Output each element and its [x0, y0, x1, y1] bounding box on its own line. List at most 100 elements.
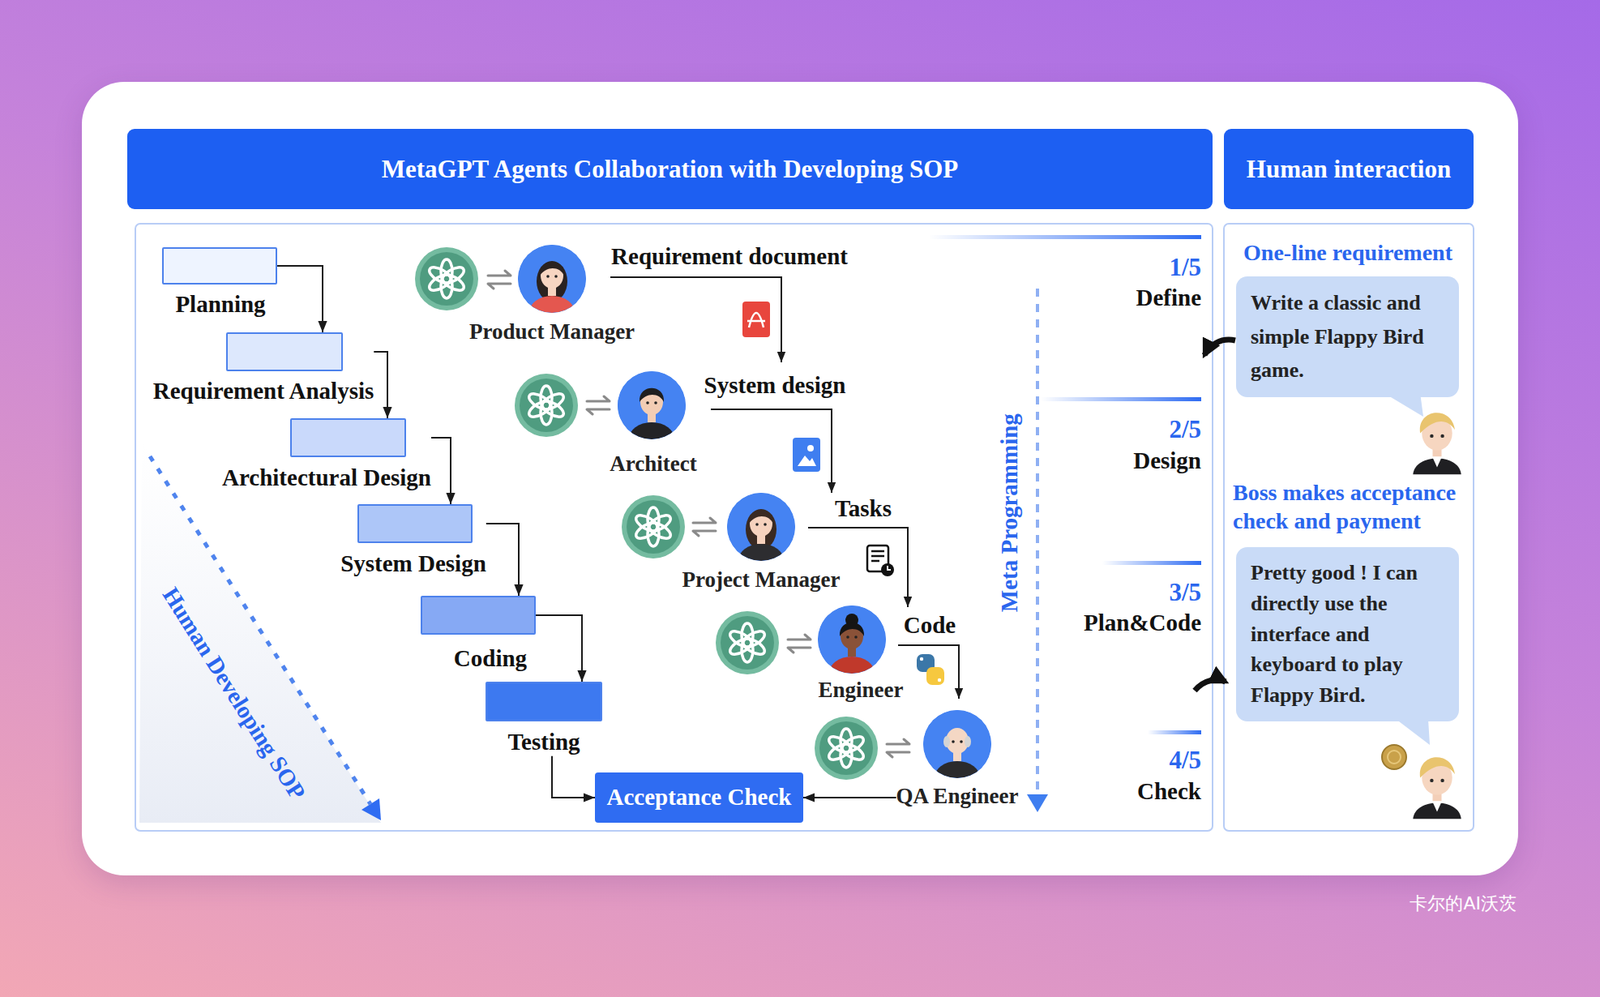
phase-label: Architectural Design: [222, 464, 432, 492]
avatar-body: [737, 543, 784, 561]
header-bar: Human interaction: [1223, 128, 1474, 210]
avatar-figure: [617, 371, 686, 440]
gpt-logo: [514, 373, 578, 437]
avatar-circle: [817, 605, 886, 674]
sop-dashed-line: [149, 456, 371, 805]
leader-arrow: [710, 409, 832, 493]
leader-arrow: [898, 645, 959, 699]
role-name: QA Engineer: [896, 783, 1019, 809]
step-number: 3/5: [1168, 577, 1202, 608]
agent-role: Engineer: [817, 605, 904, 704]
step-name: Plan&Code: [1083, 609, 1202, 637]
coin: [1381, 744, 1407, 770]
artifact-label: Requirement document: [611, 243, 848, 270]
leader-arrow: [808, 527, 908, 608]
acceptance-button: Acceptance Check: [594, 772, 804, 823]
bubble-text: Pretty good ! I can directly use the int…: [1250, 557, 1445, 711]
avatar-figure: [817, 605, 886, 674]
python-icon: [916, 654, 945, 685]
phase-rect: [357, 504, 473, 544]
phase-label: Testing: [507, 728, 580, 756]
agent-role: Project Manager: [681, 492, 840, 594]
agent-role: Architect: [609, 371, 697, 478]
meta-arrow-head: [1026, 794, 1049, 813]
avatar-body: [628, 422, 675, 440]
gpt-logo: [621, 495, 685, 559]
role-name: Product Manager: [469, 319, 635, 345]
phase-box: Coding: [420, 595, 536, 673]
button-label: Acceptance Check: [607, 783, 792, 811]
human-panel: [1223, 223, 1474, 831]
avatar-hair-back: [536, 260, 568, 302]
avatar-art: [617, 371, 686, 440]
avatar-art: [923, 710, 992, 779]
avatar-figure: [923, 710, 992, 779]
gpt-logo: [715, 611, 779, 675]
pdf-mark: [747, 312, 766, 328]
avatar-eye: [645, 401, 650, 405]
phase-box: Planning: [162, 247, 278, 319]
speech-bubble: Pretty good ! I can directly use the int…: [1236, 547, 1459, 722]
axis-label: Human Developing SOP: [156, 582, 311, 805]
pdf-icon: [742, 301, 771, 338]
step-number: 4/5: [1168, 745, 1202, 775]
flow-arrow: [431, 437, 451, 505]
avatar-body: [933, 761, 980, 779]
avatar-eye: [763, 522, 767, 527]
step-rule: [928, 235, 1202, 240]
gpt-logo: [414, 247, 479, 311]
phase-box: System Design: [340, 504, 487, 578]
avatar-circle: [923, 710, 992, 779]
doc-clock: [881, 563, 895, 577]
bubble-tail: [1395, 718, 1430, 745]
bubble-text: Write a classic and simple Flappy Bird g…: [1250, 286, 1445, 388]
step-name: Define: [1135, 284, 1202, 312]
phase-rect: [162, 247, 278, 285]
avatar-art: [517, 244, 587, 313]
phase-box: Testing: [485, 681, 603, 757]
coin-rim: [1387, 750, 1401, 764]
header-text: Human interaction: [1246, 154, 1451, 184]
image-icon: [792, 437, 821, 472]
step-number: 2/5: [1168, 414, 1202, 445]
phase-rect: [290, 418, 407, 458]
image-page: [792, 437, 821, 472]
flow-arrow: [277, 265, 323, 333]
step-number: 1/5: [1168, 252, 1202, 283]
section-label: One-line requirement: [1243, 239, 1453, 266]
python-eye: [919, 657, 924, 661]
flow-arrow: [373, 351, 388, 419]
python-eye: [937, 678, 942, 682]
artifact-leaders: [610, 277, 959, 699]
artifact-label: Code: [903, 611, 956, 639]
avatar-body: [528, 295, 575, 313]
sop-shade: [139, 441, 381, 823]
exchange-symbol: [487, 270, 511, 289]
doc-lines: [871, 551, 885, 561]
section-label: Boss makes acceptance check and payment: [1232, 478, 1470, 535]
title-holder: MetaGPT Agents Collaboration with Develo…: [127, 128, 1213, 210]
avatar-eye: [546, 274, 550, 279]
avatar-hair: [748, 509, 774, 524]
step-rule: [1040, 397, 1202, 402]
avatar-hair-side: [943, 735, 950, 748]
flow-arrow: [551, 756, 595, 798]
avatar-hair: [639, 388, 664, 403]
artifact-label: System design: [704, 372, 847, 399]
artifact-label: Tasks: [834, 495, 892, 522]
speech-bubble: Write a classic and simple Flappy Bird g…: [1236, 276, 1459, 398]
watermark: 卡尔的AI沃茨: [1409, 893, 1517, 914]
role-name: Engineer: [818, 677, 904, 703]
curved-arrow: [1194, 680, 1226, 691]
avatar-circle: [727, 492, 796, 561]
step-rule: [1147, 730, 1202, 735]
title-text: MetaGPT Agents Collaboration with Develo…: [381, 154, 959, 184]
avatar-eye: [951, 740, 955, 744]
phase-label: Coding: [453, 645, 527, 672]
step-name: Design: [1133, 447, 1202, 475]
phase-label: System Design: [340, 550, 487, 578]
flow-arrow: [803, 796, 897, 799]
avatar-hair: [539, 261, 565, 276]
phase-rect: [420, 595, 536, 635]
